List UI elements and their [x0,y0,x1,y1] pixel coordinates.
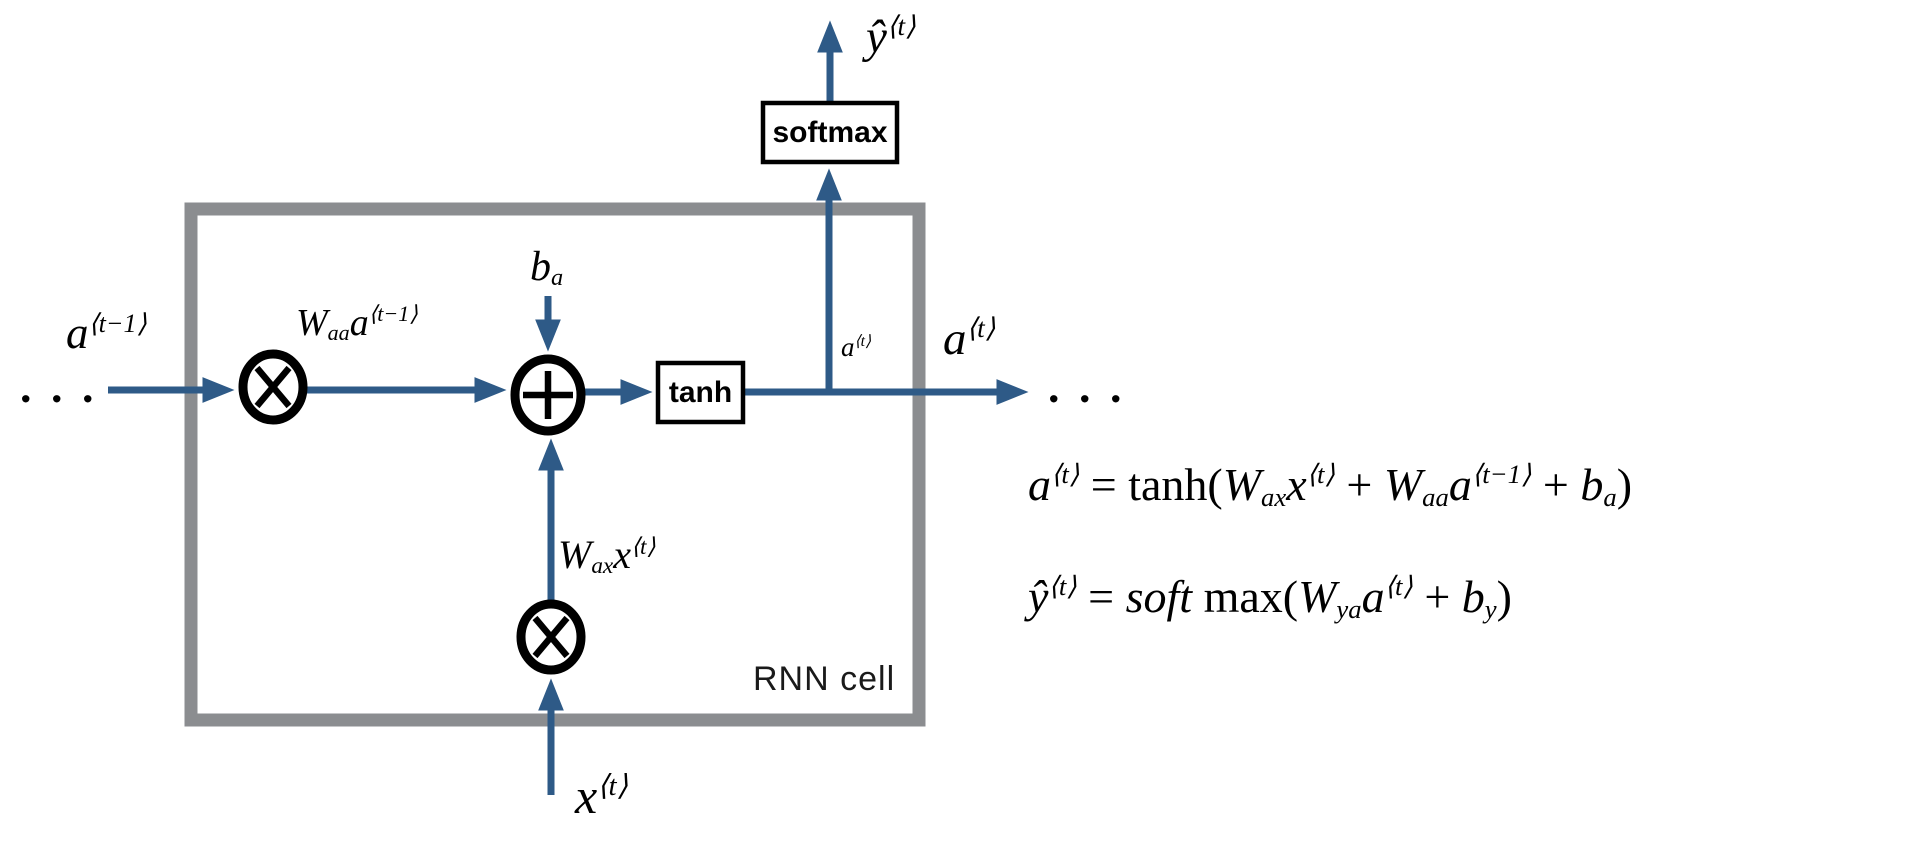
equation-output: ŷ⟨t⟩ = soft max(Wyaa⟨t⟩ + by) [1028,571,1512,624]
signal-arrows [108,20,1029,795]
label-a-t-branch: a⟨t⟩ [841,332,872,362]
label-a-t-minus-1: a⟨t−1⟩ [66,308,147,358]
equation-hidden-state: a⟨t⟩ = tanh(Waxx⟨t⟩ + Waaa⟨t−1⟩ + ba) [1028,459,1633,512]
softmax-label: softmax [772,115,888,149]
label-a-t-output: a⟨t⟩ [943,313,996,365]
label-bias-a: ba [530,244,564,292]
add-node [510,354,586,436]
label-waa-a-t-minus-1: Waaa⟨t−1⟩ [296,301,418,345]
rnn-cell-caption: RNN cell [753,660,896,698]
multiply-node-input [516,599,586,675]
tanh-box [655,360,746,425]
multiply-x-stroke [254,365,292,409]
ellipsis-right: . . . [1048,361,1126,412]
multiply-node-recurrent [238,349,308,425]
tanh-label: tanh [668,375,733,409]
label-wax-x-t: Waxx⟨t⟩ [558,532,656,580]
multiply-x-stroke [532,615,570,659]
rnn-cell-border [184,202,926,727]
ellipsis-left: . . . [20,361,98,412]
label-x-t-input: x⟨t⟩ [575,768,628,824]
softmax-box [760,100,900,165]
label-y-hat-t: ŷ⟨t⟩ [866,11,916,63]
